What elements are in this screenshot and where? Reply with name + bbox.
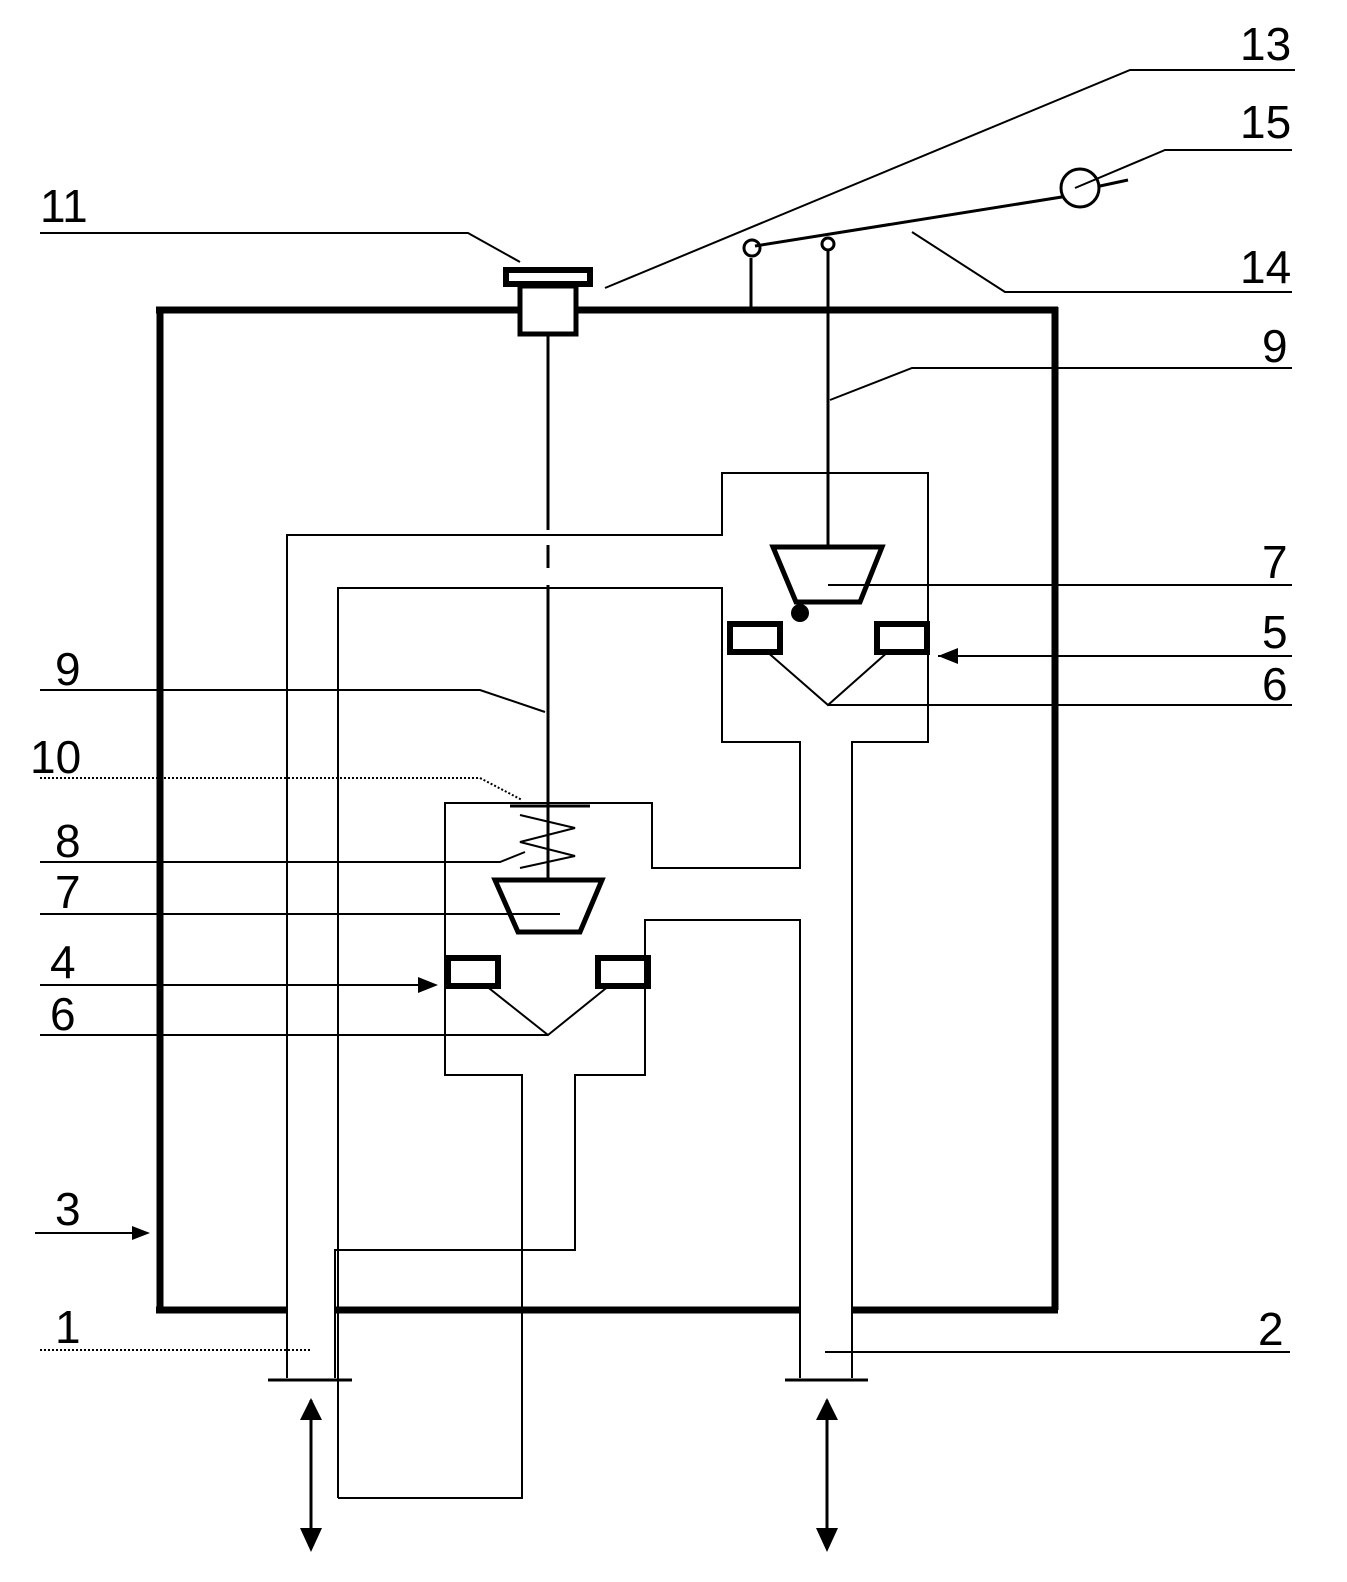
label-8: 8 [55, 815, 81, 867]
label-14: 14 [1240, 241, 1291, 293]
label-6-lower: 6 [50, 988, 76, 1040]
upper-valve [727, 245, 930, 707]
label-7-upper: 7 [1262, 536, 1288, 588]
flow-arrows [300, 1398, 838, 1552]
label-11: 11 [40, 180, 88, 232]
reference-numerals: 11 13 15 14 9 7 5 6 9 10 8 7 4 6 3 1 2 [30, 18, 1291, 1355]
label-3: 3 [55, 1183, 81, 1235]
lower-valve [445, 336, 651, 1037]
lever-assembly [742, 167, 1129, 310]
label-10: 10 [30, 731, 81, 783]
inner-channel [337, 587, 801, 1499]
channel-port-1 [268, 472, 929, 1382]
label-13: 13 [1240, 18, 1291, 70]
label-1: 1 [55, 1301, 81, 1353]
leader-lines [35, 69, 1295, 1353]
label-15: 15 [1240, 96, 1291, 148]
label-2: 2 [1258, 1303, 1284, 1355]
label-9-lower: 9 [55, 643, 81, 695]
housing [156, 306, 1059, 1314]
label-5: 5 [1262, 606, 1288, 658]
label-9-upper: 9 [1262, 320, 1288, 372]
label-6-upper: 6 [1262, 658, 1288, 710]
label-4: 4 [50, 936, 76, 988]
top-fitting [503, 267, 593, 337]
label-7-lower: 7 [55, 866, 81, 918]
